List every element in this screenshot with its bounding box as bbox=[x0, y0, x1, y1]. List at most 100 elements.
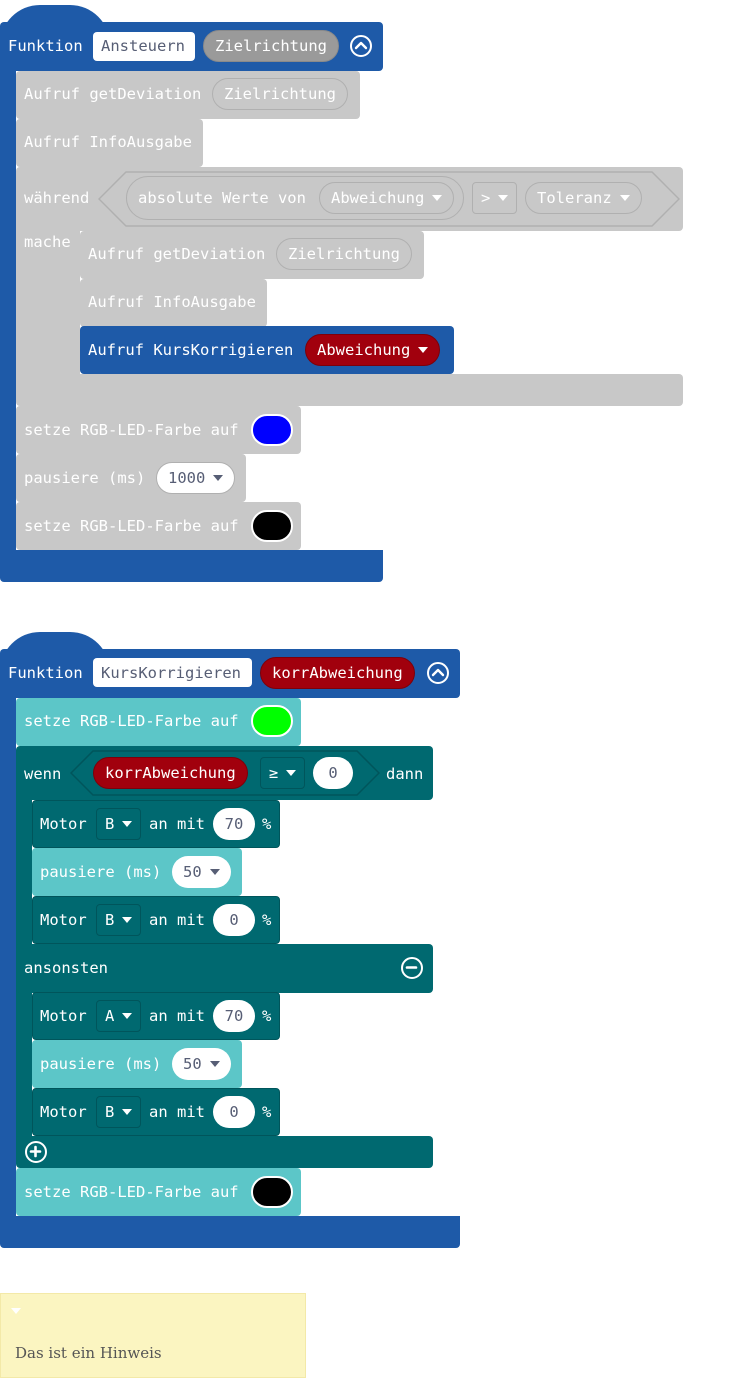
kurskorrigieren-arg-dropdown[interactable]: Abweichung bbox=[305, 334, 441, 366]
set-led-label: setze RGB-LED-Farbe auf bbox=[24, 1183, 239, 1201]
motor-label: Motor bbox=[40, 911, 87, 929]
motor-label: Motor bbox=[40, 1103, 87, 1121]
tolerance-dropdown[interactable]: Toleranz bbox=[525, 182, 642, 214]
cond-operator-label: ≥ bbox=[269, 764, 279, 782]
set-led-label: setze RGB-LED-Farbe auf bbox=[24, 517, 239, 535]
function-name: KursKorrigieren bbox=[101, 664, 241, 682]
pause-value: 50 bbox=[183, 1055, 202, 1073]
percent-unit: % bbox=[262, 815, 272, 833]
arg-label: Zielrichtung bbox=[288, 245, 400, 263]
then-keyword: dann bbox=[386, 765, 424, 783]
function-keyword: Funktion bbox=[8, 664, 83, 682]
comment-collapse-icon[interactable] bbox=[11, 1308, 21, 1314]
call-kurskorrigieren-label: Aufruf KursKorrigieren bbox=[88, 341, 294, 359]
pause-label: pausiere (ms) bbox=[40, 1055, 162, 1073]
tolerance-label: Toleranz bbox=[537, 189, 612, 207]
cond-var[interactable]: korrAbweichung bbox=[93, 757, 248, 789]
motor-dropdown[interactable]: B bbox=[96, 808, 142, 840]
motor-speed: 70 bbox=[224, 1007, 244, 1025]
if-block-bottom bbox=[16, 1136, 433, 1168]
cond-value: 0 bbox=[328, 764, 338, 782]
color-swatch-black[interactable] bbox=[251, 1176, 293, 1208]
pause-label: pausiere (ms) bbox=[24, 469, 146, 487]
motor-mid-label: an mit bbox=[149, 815, 205, 833]
call-infoausgabe-label: Aufruf InfoAusgabe bbox=[24, 133, 192, 151]
function-footer bbox=[0, 1216, 460, 1248]
inner-infoausgabe-label: Aufruf InfoAusgabe bbox=[88, 293, 256, 311]
function-spine bbox=[0, 60, 16, 560]
pause-value-dropdown[interactable]: 50 bbox=[172, 1048, 231, 1080]
comment-box[interactable]: Das ist ein Hinweis bbox=[0, 1293, 306, 1378]
motor-speed-field[interactable]: 70 bbox=[213, 1000, 255, 1032]
call-getdeviation-arg[interactable]: Zielrichtung bbox=[212, 78, 348, 110]
motor-speed-field[interactable]: 70 bbox=[213, 808, 255, 840]
motor-speed: 0 bbox=[229, 1103, 239, 1121]
function-name-field[interactable] bbox=[93, 32, 195, 61]
while-block-spine bbox=[16, 220, 80, 390]
motor-value: B bbox=[105, 815, 115, 833]
motor-dropdown[interactable]: B bbox=[96, 904, 142, 936]
add-branch-icon[interactable] bbox=[25, 1141, 47, 1163]
cond-operator-dropdown[interactable]: ≥ bbox=[260, 757, 306, 789]
arg-label: Zielrichtung bbox=[224, 85, 336, 103]
function-param[interactable]: korrAbweichung bbox=[260, 657, 415, 689]
motor-mid-label: an mit bbox=[149, 1007, 205, 1025]
motor-label: Motor bbox=[40, 1007, 87, 1025]
motor-dropdown[interactable]: A bbox=[96, 1000, 142, 1032]
percent-unit: % bbox=[262, 1103, 272, 1121]
cond-var-label: korrAbweichung bbox=[105, 764, 236, 782]
function-param-label: korrAbweichung bbox=[272, 664, 403, 682]
function-name: Ansteuern bbox=[101, 37, 185, 55]
motor-speed: 0 bbox=[229, 911, 239, 929]
motor-dropdown[interactable]: B bbox=[96, 1096, 142, 1128]
pause-value: 50 bbox=[183, 863, 202, 881]
cond-value-field[interactable]: 0 bbox=[313, 757, 353, 789]
motor-value: B bbox=[105, 911, 115, 929]
motor-mid-label: an mit bbox=[149, 911, 205, 929]
pause-value-dropdown[interactable]: 1000 bbox=[156, 462, 236, 494]
remove-else-icon[interactable] bbox=[401, 957, 423, 979]
pause-value: 1000 bbox=[168, 469, 206, 487]
motor-speed: 70 bbox=[224, 815, 244, 833]
function-footer bbox=[0, 550, 383, 582]
color-swatch-green[interactable] bbox=[251, 705, 293, 737]
function-spine bbox=[0, 690, 16, 1230]
compare-operator-dropdown[interactable]: > bbox=[472, 182, 518, 214]
motor-speed-field[interactable]: 0 bbox=[213, 904, 255, 936]
else-keyword: ansonsten bbox=[24, 959, 108, 977]
inner-infoausgabe-block[interactable] bbox=[80, 279, 267, 327]
pause-value-dropdown[interactable]: 50 bbox=[172, 856, 231, 888]
function-param[interactable]: Zielrichtung bbox=[203, 30, 339, 62]
inner-getdeviation-arg[interactable]: Zielrichtung bbox=[276, 238, 412, 270]
inner-getdeviation-label: Aufruf getDeviation bbox=[88, 245, 266, 263]
motor-value: B bbox=[105, 1103, 115, 1121]
while-block-bottom bbox=[16, 374, 683, 406]
compare-operator-label: > bbox=[481, 189, 491, 207]
percent-unit: % bbox=[262, 911, 272, 929]
motor-value: A bbox=[105, 1007, 115, 1025]
motor-label: Motor bbox=[40, 815, 87, 833]
else-row bbox=[16, 944, 433, 993]
function-name-field[interactable] bbox=[93, 658, 252, 687]
pause-label: pausiere (ms) bbox=[40, 863, 162, 881]
call-getdeviation-label: Aufruf getDeviation bbox=[24, 85, 202, 103]
color-swatch-black[interactable] bbox=[251, 510, 293, 542]
call-infoausgabe-block[interactable] bbox=[16, 119, 203, 167]
abs-value-label: absolute Werte von bbox=[138, 189, 306, 207]
comment-text[interactable]: Das ist ein Hinweis bbox=[15, 1344, 162, 1362]
arg-label: Abweichung bbox=[317, 341, 411, 359]
function-keyword: Funktion bbox=[8, 37, 83, 55]
collapse-icon[interactable] bbox=[350, 35, 372, 57]
color-swatch-blue[interactable] bbox=[251, 414, 293, 446]
if-keyword: wenn bbox=[24, 765, 62, 783]
abs-var-label: Abweichung bbox=[331, 189, 425, 207]
percent-unit: % bbox=[262, 1007, 272, 1025]
collapse-icon[interactable] bbox=[427, 662, 449, 684]
do-keyword: mache bbox=[24, 233, 71, 251]
motor-mid-label: an mit bbox=[149, 1103, 205, 1121]
function-param-label: Zielrichtung bbox=[215, 37, 327, 55]
motor-speed-field[interactable]: 0 bbox=[213, 1096, 255, 1128]
set-led-label: setze RGB-LED-Farbe auf bbox=[24, 712, 239, 730]
while-keyword: während bbox=[24, 189, 90, 207]
abs-var-dropdown[interactable]: Abweichung bbox=[319, 182, 455, 214]
